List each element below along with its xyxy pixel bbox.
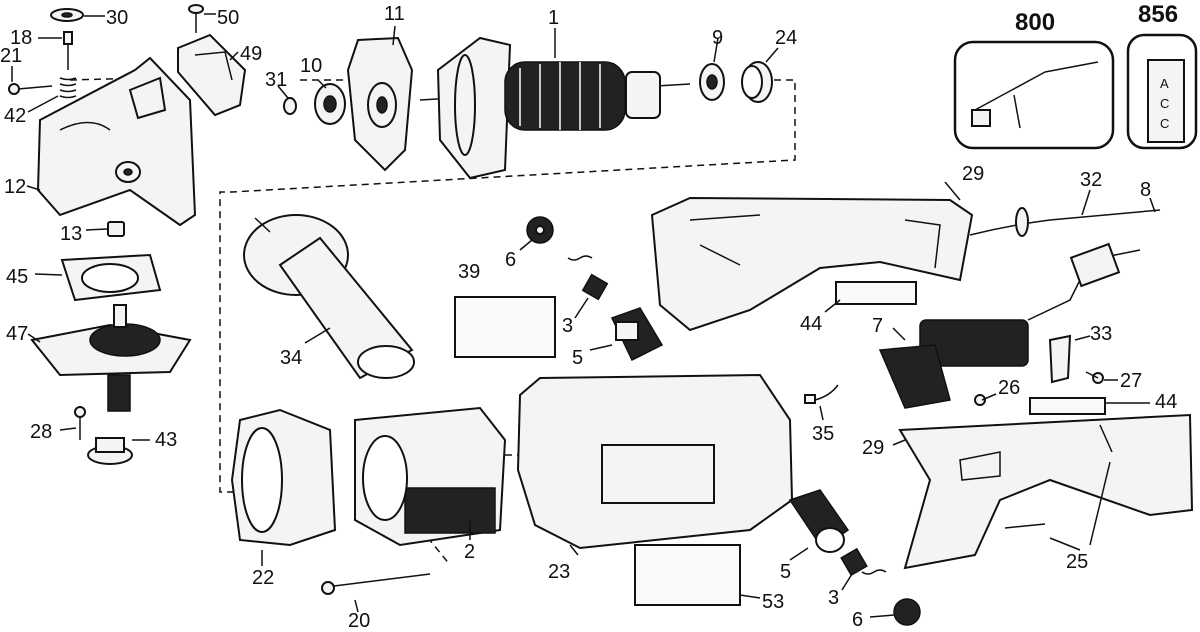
label-24: 24 — [775, 27, 797, 49]
label-2: 2 — [464, 541, 475, 563]
label-22: 22 — [252, 567, 274, 589]
label-7: 7 — [872, 315, 883, 337]
part-11-baffle — [346, 25, 414, 172]
part-9-bearing — [699, 37, 725, 101]
label-30: 30 — [106, 7, 128, 29]
label-12: 12 — [4, 176, 26, 198]
label-44-bottom: 44 — [1155, 391, 1177, 413]
label-18: 18 — [10, 27, 32, 49]
label-31: 31 — [265, 69, 287, 91]
label-13: 13 — [60, 223, 82, 245]
part-6-brush-cap-bottom — [869, 598, 921, 626]
kit-856-box: A C C — [1126, 33, 1198, 150]
part-23-motor-housing — [516, 373, 794, 556]
part-28-screw — [59, 406, 86, 440]
kit-800-box — [953, 40, 1115, 150]
label-3-top: 3 — [562, 315, 573, 337]
part-34-side-handle — [243, 214, 415, 380]
assembly-dashed-path — [69, 77, 796, 566]
part-3-brush-top — [567, 255, 609, 319]
part-27-screw — [1085, 371, 1118, 384]
part-39-label — [454, 296, 556, 358]
label-42: 42 — [4, 105, 26, 127]
part-43-nut — [87, 437, 150, 465]
part-44-plate-top — [824, 281, 917, 313]
part-12-gear-case — [26, 56, 197, 227]
label-10: 10 — [300, 55, 322, 77]
part-53-label — [634, 544, 761, 606]
part-26-screw — [974, 393, 997, 406]
part-20-screw — [321, 573, 431, 613]
label-20: 20 — [348, 610, 370, 632]
kit-856-text-0: A — [1160, 76, 1169, 91]
part-30-washer — [50, 8, 105, 22]
label-8: 8 — [1140, 179, 1151, 201]
part-32-cord — [969, 189, 1161, 237]
part-10-bearing — [314, 79, 346, 125]
part-5-brush-holder-top — [589, 307, 664, 362]
label-3-bottom: 3 — [828, 587, 839, 609]
part-42-spring — [27, 77, 77, 113]
part-29-handle-half-top — [650, 181, 974, 332]
label-29-top: 29 — [962, 163, 984, 185]
label-11: 11 — [384, 3, 405, 25]
label-5-top: 5 — [572, 347, 583, 369]
label-1: 1 — [548, 7, 559, 29]
part-7-switch — [878, 242, 1141, 409]
label-35: 35 — [812, 423, 834, 445]
part-31-ring — [277, 85, 297, 115]
label-29-bottom: 29 — [862, 437, 884, 459]
label-27: 27 — [1120, 370, 1142, 392]
part-2-field-coil — [354, 406, 507, 547]
part-13-nut — [85, 221, 125, 237]
kit-856-text-2: C — [1160, 116, 1169, 131]
part-21-screw — [8, 66, 53, 95]
label-47: 47 — [6, 323, 28, 345]
part-49-pad — [177, 33, 247, 117]
label-39: 39 — [458, 261, 480, 283]
part-29-handle-half-bottom — [892, 413, 1194, 570]
label-25: 25 — [1066, 551, 1088, 573]
label-49: 49 — [240, 43, 262, 65]
label-50: 50 — [217, 7, 239, 29]
part-45-gasket — [34, 253, 162, 302]
label-800: 800 — [1015, 9, 1055, 36]
label-53: 53 — [762, 591, 784, 613]
part-25-screws — [1004, 424, 1113, 551]
part-24-cup — [741, 47, 779, 103]
kit-856-text-1: C — [1160, 96, 1169, 111]
label-28: 28 — [30, 421, 52, 443]
part-35-terminal — [804, 384, 839, 421]
part-47-spindle-assembly — [27, 304, 192, 412]
label-856: 856 — [1138, 1, 1178, 28]
part-18-pin — [38, 31, 73, 70]
label-6-bottom: 6 — [852, 609, 863, 631]
label-43: 43 — [155, 429, 177, 451]
part-6-brush-cap-top — [519, 216, 554, 251]
part-50-screw — [188, 4, 216, 33]
part-5-brush-holder-bottom — [788, 489, 850, 561]
label-34: 34 — [280, 347, 302, 369]
part-33-clamp — [1048, 334, 1091, 384]
label-6-top: 6 — [505, 249, 516, 271]
label-26: 26 — [998, 377, 1020, 399]
part-22-fan-baffle — [230, 408, 337, 566]
label-9: 9 — [712, 27, 723, 49]
label-32: 32 — [1080, 169, 1102, 191]
label-21: 21 — [0, 45, 22, 67]
label-45: 45 — [6, 266, 28, 288]
label-23: 23 — [548, 561, 570, 583]
part-3-brush-bottom — [840, 547, 887, 591]
label-33: 33 — [1090, 323, 1112, 345]
label-5-bottom: 5 — [780, 561, 791, 583]
part-1-armature — [419, 28, 691, 180]
label-44-top: 44 — [800, 313, 822, 335]
part-44-plate-bottom — [1029, 397, 1150, 415]
